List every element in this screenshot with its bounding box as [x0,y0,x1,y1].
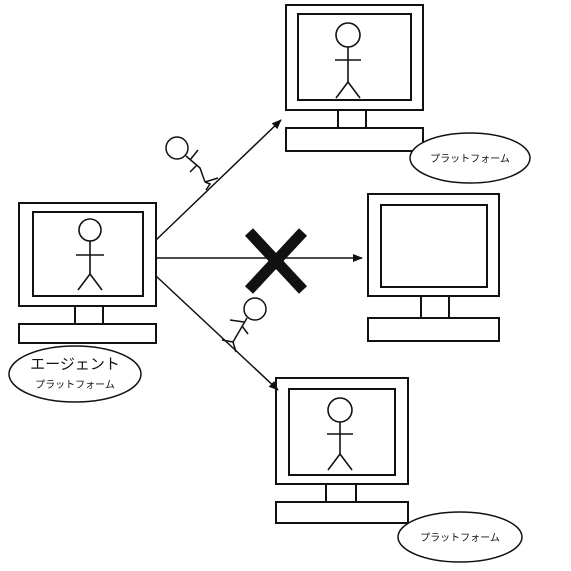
agent-platform-label: エージェント プラットフォーム [8,345,142,403]
agent-platform-subtitle: プラットフォーム [35,379,115,391]
blocked-computer [367,193,500,342]
top-platform-text: プラットフォーム [430,153,510,165]
bottom-computer: プラットフォーム [275,377,523,563]
top-computer: プラットフォーム [285,4,531,184]
stick-figure-icon [327,397,353,471]
computer-icon [275,377,409,524]
cross-mark-icon [244,228,308,294]
agent-platform-title: エージェント [30,355,120,373]
computer-icon [285,4,424,152]
bottom-platform-text: プラットフォーム [420,532,500,544]
walking-figure-icon [221,297,267,353]
arrow-to-top [155,119,282,241]
source-computer: エージェント プラットフォーム [8,202,157,403]
computer-icon [367,193,500,342]
stick-figure-icon [76,218,104,291]
top-platform-label: プラットフォーム [409,132,531,184]
stick-figure-icon [335,22,361,99]
computer-icon [18,202,157,344]
arrow-to-bottom [155,275,279,391]
migration-arrows [155,119,363,391]
walking-figure-icon [165,136,219,191]
bottom-platform-label: プラットフォーム [397,511,523,563]
